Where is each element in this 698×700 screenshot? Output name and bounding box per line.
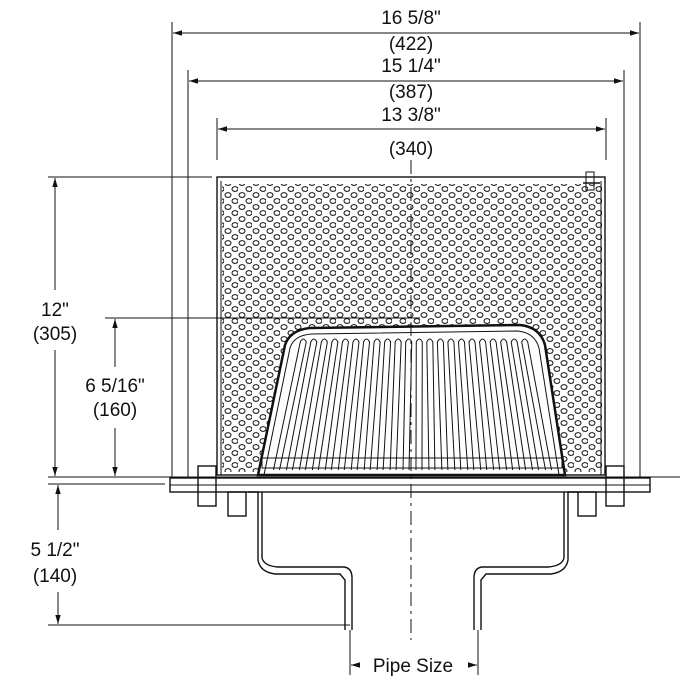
body-depth-imperial: 5 1/2"	[30, 540, 79, 561]
dome-rib	[324, 338, 349, 471]
dome-rib	[376, 338, 392, 471]
dome-height-metric: (160)	[93, 400, 137, 421]
dome-height-imperial: 6 5/16"	[85, 376, 145, 397]
dome-rib	[389, 338, 402, 471]
basket-width-metric: (340)	[389, 139, 433, 160]
dome-rib	[510, 338, 540, 471]
dome-strainer	[256, 323, 567, 477]
dome-rib	[479, 338, 501, 471]
pipe-size-label: Pipe Size	[373, 656, 453, 677]
dome-rib	[436, 338, 449, 471]
flange-width-metric: (387)	[389, 82, 433, 103]
dome-rib	[521, 338, 553, 471]
dome-rib	[272, 338, 307, 471]
dimension-lines	[52, 30, 639, 668]
dome-rib	[500, 338, 527, 471]
dome-rib	[285, 338, 318, 471]
overall-width-metric: (422)	[389, 34, 433, 55]
flange-width-imperial: 15 1/4"	[381, 56, 441, 77]
dome-rib	[298, 338, 328, 471]
dome-rib	[447, 338, 462, 471]
extension-lines	[48, 22, 680, 675]
dome-rib	[363, 338, 381, 471]
basket-height-imperial: 12"	[41, 300, 69, 321]
basket-height-metric: (305)	[33, 324, 77, 345]
drain-body	[169, 160, 651, 640]
dome-rib	[457, 338, 475, 471]
dome-rib	[311, 338, 339, 471]
body-depth-metric: (140)	[33, 566, 77, 587]
overall-width-imperial: 16 5/8"	[381, 8, 441, 29]
dome-rib	[426, 338, 436, 471]
dome-rib	[468, 338, 488, 471]
dome-rib	[489, 338, 514, 471]
dome-rib	[337, 338, 360, 471]
dome-rib	[402, 338, 413, 471]
dome-rib	[415, 338, 423, 471]
basket-width-imperial: 13 3/8"	[381, 105, 441, 126]
dome-rib	[350, 338, 371, 471]
